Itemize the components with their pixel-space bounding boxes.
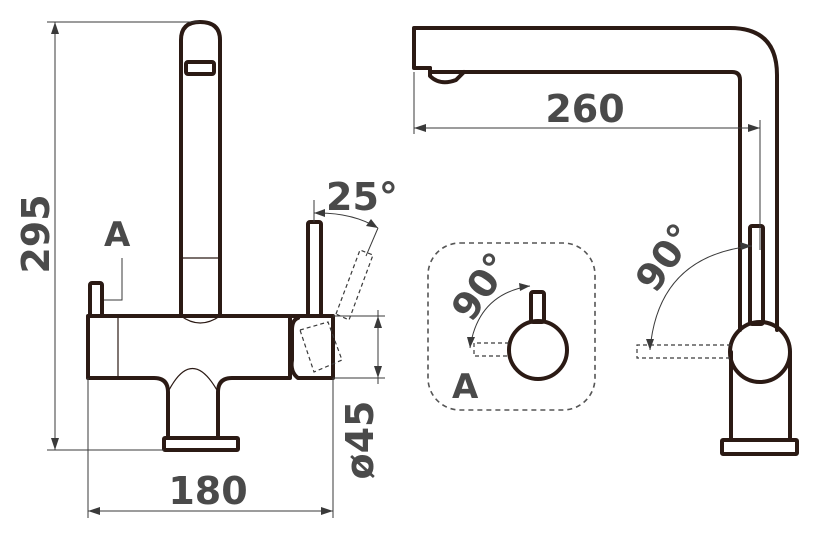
dim-25-ext-angled — [365, 227, 379, 257]
dim-25-arrow-left — [314, 209, 325, 217]
side-angle-text: 90° — [627, 215, 704, 299]
section-label-front: A — [104, 215, 131, 255]
spout-outlet — [184, 60, 216, 76]
dim-180-arrow-left — [88, 507, 100, 515]
side-angle-arc — [649, 245, 753, 351]
dim-25-text: 25° — [326, 175, 398, 219]
inset-lever-handle — [529, 290, 546, 324]
inset-angle-text: 90° — [443, 244, 520, 328]
base-plate — [162, 436, 240, 452]
mixer-cartridge — [288, 314, 335, 380]
dim-260-arrow-right — [748, 124, 760, 132]
dim-180-text: 180 — [168, 469, 247, 513]
side-base-plate — [720, 438, 799, 456]
mixer-cartridge-rotated — [299, 321, 343, 373]
inset-section-a: 90° A — [427, 242, 596, 411]
front-view — [86, 20, 374, 452]
section-label-inset: A — [452, 367, 479, 407]
side-lever — [748, 224, 765, 326]
side-lever-rotated — [636, 344, 731, 359]
side-spout-nozzle — [428, 66, 466, 85]
inset-lever-hub — [507, 319, 569, 381]
filter-lever-front — [88, 281, 104, 318]
dim-295-arrow-bottom — [51, 438, 59, 450]
dim-45-text: ø45 — [338, 401, 382, 480]
side-angle-arrow-top — [740, 242, 752, 250]
mixer-lever-front — [306, 220, 323, 318]
side-body-column — [729, 350, 792, 442]
dim-295-text: 295 — [14, 194, 58, 273]
inset-angle-arrow-top — [519, 283, 530, 291]
side-angle-arrow-left — [646, 339, 654, 350]
dim-260-text: 260 — [545, 87, 624, 131]
dim-45-arrow-bottom — [374, 366, 382, 378]
dim-295-arrow-top — [51, 22, 59, 34]
dim-45-arrow-top — [374, 316, 382, 328]
dim-25-arrow-right — [366, 219, 378, 228]
body-center-curve — [167, 315, 221, 393]
front-dimensions: 295 180 ø45 25° A — [14, 21, 398, 518]
side-body-hub — [728, 320, 792, 384]
inset-lever-rotated — [473, 342, 509, 357]
section-label-leader — [104, 258, 123, 301]
mixer-lever-rotated — [335, 249, 374, 321]
dim-180-arrow-right — [321, 507, 333, 515]
dim-260-arrow-left — [414, 124, 426, 132]
inset-angle-arrow-left — [467, 337, 475, 348]
